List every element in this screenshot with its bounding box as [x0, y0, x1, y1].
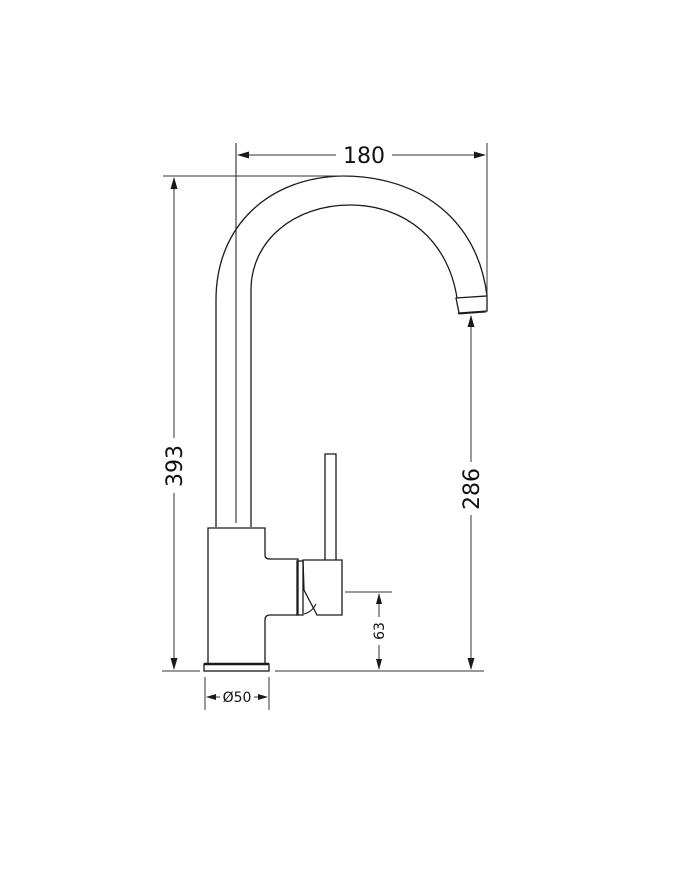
cartridge-collar	[296, 560, 304, 616]
dimension-overall-height: 393	[163, 177, 188, 670]
dimension-reach: 180	[237, 144, 486, 169]
dimension-base-diameter: Ø50	[206, 690, 268, 706]
tap-body	[207, 527, 299, 663]
spout-outer-edge	[215, 175, 488, 527]
dimension-label-spout-height: 286	[460, 468, 485, 510]
spout-nozzle	[455, 295, 488, 314]
lever-handle	[324, 453, 337, 560]
dimension-label-base-diameter: Ø50	[223, 690, 252, 706]
dimension-lever-height: 63	[372, 593, 388, 670]
dimension-spout-height: 286	[460, 315, 485, 670]
lever-block-curve	[303, 603, 317, 615]
lever-block	[302, 559, 343, 616]
reference-lines	[162, 143, 488, 710]
dimension-label-overall-height: 393	[163, 445, 188, 487]
spout-nozzle-rim	[457, 311, 487, 315]
dimension-label-lever-height: 63	[372, 622, 388, 640]
dimension-label-reach: 180	[343, 144, 385, 169]
spout-inner-edge	[250, 204, 458, 527]
